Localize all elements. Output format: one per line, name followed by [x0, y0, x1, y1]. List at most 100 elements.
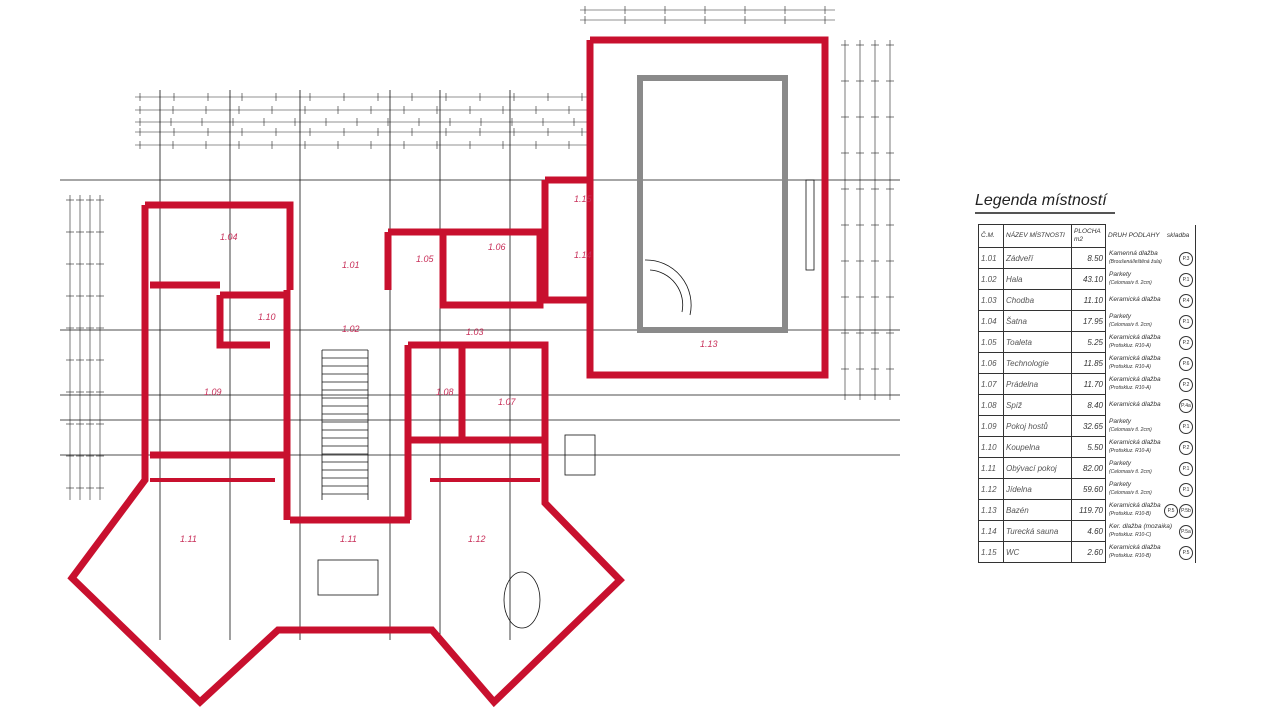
room-number: 1.04 — [978, 310, 1004, 332]
room-area: 59.60 — [1071, 478, 1106, 500]
floor-label: Parkety — [1109, 418, 1132, 425]
room-name: Šatna — [1003, 310, 1072, 332]
room-number: 1.10 — [978, 436, 1004, 458]
floor-type: Keramická dlažba(Protiskluz. R10-A)P.2 — [1105, 436, 1196, 458]
layer-code-badge: P.4 — [1179, 293, 1193, 308]
room-area: 2.60 — [1071, 541, 1106, 563]
layer-code-badge: P.1 — [1179, 461, 1193, 476]
room-number: 1.07 — [978, 373, 1004, 395]
layer-codes: P.3 — [1179, 251, 1193, 266]
table — [564, 434, 596, 476]
room-area: 32.65 — [1071, 415, 1106, 437]
floor-label: Ker. dlažba (mozaika) — [1109, 523, 1172, 530]
layer-code-badge: P.1 — [1179, 314, 1193, 329]
layer-code-badge: P.2 — [1179, 335, 1193, 350]
header-layers-label: skladba — [1166, 232, 1190, 239]
room-label: 1.08 — [436, 387, 454, 397]
room-area: 4.60 — [1071, 520, 1106, 542]
room-name: Obývací pokoj — [1003, 457, 1072, 479]
header-num: Č.M. — [978, 224, 1004, 248]
room-area: 17.95 — [1071, 310, 1106, 332]
legend-title: Legenda místností — [975, 192, 1115, 214]
floor-type: Parkety(Celomasiv tl. 2cm)P.1 — [1105, 478, 1196, 500]
floor-note: (Celomasiv tl. 2cm) — [1109, 469, 1152, 475]
room-label: 1.04 — [220, 232, 238, 242]
header-area: PLOCHA m2 — [1071, 224, 1106, 248]
room-name: Pokoj hostů — [1003, 415, 1072, 437]
room-label: 1.06 — [488, 242, 506, 252]
floor-label: Keramická dlažba — [1109, 502, 1161, 509]
layer-codes: P.1 — [1179, 482, 1193, 497]
room-label: 1.03 — [466, 327, 484, 337]
walls — [67, 36, 829, 708]
floor-label: Parkety — [1109, 313, 1132, 320]
floor-type: Ker. dlažba (mozaika)(Protiskluz. R10-C)… — [1105, 520, 1196, 542]
floor-type: Keramická dlažba P.4a — [1105, 394, 1196, 416]
room-area: 43.10 — [1071, 268, 1106, 290]
floor-note: (Celomasiv tl. 2cm) — [1109, 280, 1152, 286]
room-area: 8.40 — [1071, 394, 1106, 416]
room-name: Koupelna — [1003, 436, 1072, 458]
floor-type: Kamenná dlažba(Broušená/leštěná žula)P.3 — [1105, 247, 1196, 269]
floor-note: (Celomasiv tl. 2cm) — [1109, 490, 1152, 496]
floor-note: (Protiskluz. R10-A) — [1109, 385, 1151, 391]
room-number: 1.08 — [978, 394, 1004, 416]
floor-type: Parkety(Celomasiv tl. 2cm)P.1 — [1105, 457, 1196, 479]
room-area: 119.70 — [1071, 499, 1106, 521]
layer-codes: P.2 — [1179, 335, 1193, 350]
legend-table: Č.M. NÁZEV MÍSTNOSTI PLOCHA m2 DRUH PODL… — [978, 224, 1196, 563]
fireplace — [317, 559, 379, 596]
layer-code-badge: P.1 — [1179, 482, 1193, 497]
layer-code-badge: P.5a — [1179, 524, 1193, 539]
layer-code-badge: P.5 — [1164, 503, 1178, 518]
floor-note: (Protiskluz. R10-A) — [1109, 448, 1151, 454]
room-number: 1.11 — [978, 457, 1004, 479]
layer-code-badge: P.2 — [1179, 440, 1193, 455]
floor-type: Keramická dlažba(Protiskluz. R10-B)P.5 — [1105, 541, 1196, 563]
layer-codes: P.5a — [1179, 524, 1193, 539]
room-number: 1.13 — [978, 499, 1004, 521]
floor-label: Keramická dlažba — [1109, 296, 1161, 303]
room-name: Bazén — [1003, 499, 1072, 521]
room-labels: 1.04 1.01 1.05 1.06 1.15 1.14 1.10 1.02 … — [180, 194, 718, 544]
floor-note: (Protiskluz. R10-B) — [1109, 511, 1151, 517]
layer-codes: P.6 — [1179, 356, 1193, 371]
layer-code-badge: P.2 — [1179, 377, 1193, 392]
room-number: 1.06 — [978, 352, 1004, 374]
room-number: 1.02 — [978, 268, 1004, 290]
main-staircase — [321, 349, 369, 500]
floor-label: Keramická dlažba — [1109, 544, 1161, 551]
floor-type: Parkety(Celomasiv tl. 2cm)P.1 — [1105, 310, 1196, 332]
floor-label: Keramická dlažba — [1109, 334, 1161, 341]
layer-codes: P.1 — [1179, 272, 1193, 287]
room-area: 82.00 — [1071, 457, 1106, 479]
room-label: 1.10 — [258, 312, 276, 322]
header-name: NÁZEV MÍSTNOSTI — [1003, 224, 1072, 248]
room-number: 1.05 — [978, 331, 1004, 353]
layer-codes: P.4a — [1179, 398, 1193, 413]
room-label: 1.01 — [342, 260, 360, 270]
room-name: Hala — [1003, 268, 1072, 290]
room-name: Turecká sauna — [1003, 520, 1072, 542]
room-label: 1.12 — [468, 534, 486, 544]
pool-window — [805, 179, 815, 271]
floor-label: Keramická dlažba — [1109, 401, 1161, 408]
room-label: 1.11 — [340, 534, 357, 544]
floor-type: Parkety(Celomasiv tl. 2cm)P.1 — [1105, 268, 1196, 290]
pool-basin — [637, 75, 788, 333]
room-label: 1.11 — [180, 534, 197, 544]
layer-codes: P.4 — [1179, 293, 1193, 308]
floor-type: Keramická dlažba(Protiskluz. R10-A)P.6 — [1105, 352, 1196, 374]
header-floor-label: DRUH PODLAHY — [1108, 232, 1160, 239]
floor-note: (Protiskluz. R10-A) — [1109, 343, 1151, 349]
